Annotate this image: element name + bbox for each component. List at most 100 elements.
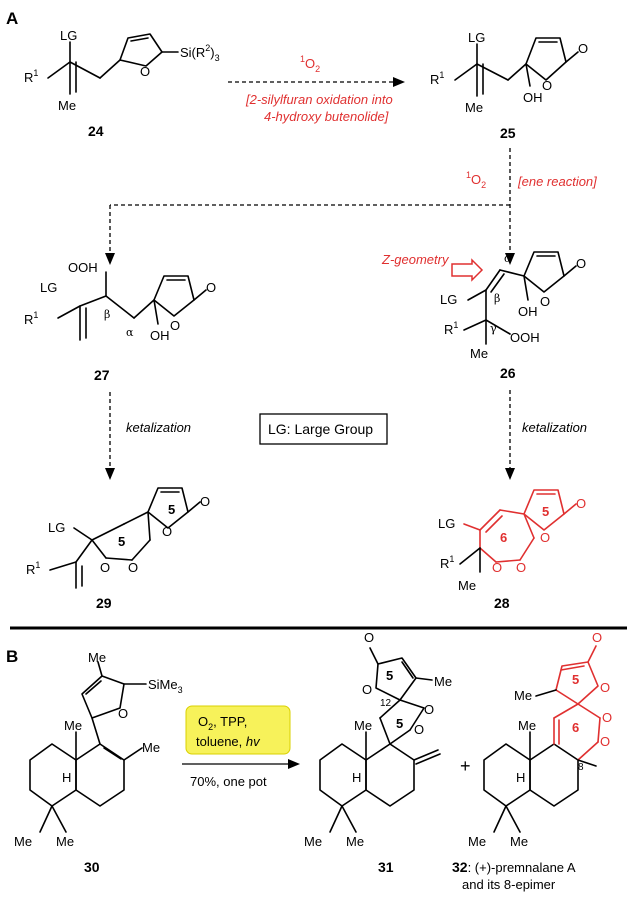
b-reagents-line1: O2, TPP,	[198, 714, 247, 732]
atom-oh: OH	[150, 328, 170, 343]
z-geometry-arrow	[451, 258, 484, 282]
atom-o: O	[540, 530, 550, 545]
atom-me: Me	[468, 834, 486, 849]
atom-o: O	[118, 706, 128, 721]
atom-o: O	[542, 78, 552, 93]
atom-lg: LG	[40, 280, 57, 295]
atom-sime3: SiMe3	[148, 677, 183, 695]
compound-label-24: 24	[88, 123, 104, 139]
atom-lg: LG	[48, 520, 65, 535]
ring-size-5: 5	[396, 716, 403, 731]
compound-28-structure	[459, 489, 577, 573]
atom-me: Me	[514, 688, 532, 703]
compound-label-27: 27	[94, 367, 110, 383]
compound-label-28: 28	[494, 595, 510, 611]
compound-label-30: 30	[84, 859, 100, 875]
b-yield: 70%, one pot	[190, 774, 267, 789]
atom-h: H	[516, 770, 525, 785]
ring-size-6: 6	[572, 720, 579, 735]
atom-r1: R1	[24, 310, 38, 327]
plus-sign: +	[460, 756, 471, 776]
atom-o: O	[140, 64, 150, 79]
atom-lg: LG	[468, 30, 485, 45]
atom-o: O	[540, 294, 550, 309]
atom-o: O	[516, 560, 526, 575]
label-alpha: α	[126, 326, 134, 339]
compound-26-structure	[463, 251, 577, 345]
atom-me: Me	[354, 718, 372, 733]
atom-r1: R1	[26, 560, 40, 577]
atom-o: O	[592, 630, 602, 645]
z-geometry-note: Z-geometry	[381, 252, 450, 267]
atom-me: Me	[346, 834, 364, 849]
ketalization-label-right: ketalization	[522, 420, 587, 435]
atom-o: O	[170, 318, 180, 333]
legend-box	[259, 413, 388, 445]
label-gamma: γ	[490, 322, 497, 335]
atom-o: O	[600, 734, 610, 749]
compound-27-structure	[57, 271, 207, 341]
b-reagents-line2: toluene, hv	[196, 734, 261, 749]
ketalization-label-left: ketalization	[126, 420, 191, 435]
atom-me: Me	[56, 834, 74, 849]
atom-si: Si(R2)3	[180, 43, 220, 63]
singlet-oxygen-label: 1O2	[466, 170, 486, 190]
atom-ooh: OOH	[68, 260, 98, 275]
atom-h: H	[62, 770, 71, 785]
singlet-oxygen-label: 1O2	[300, 54, 320, 74]
atom-o: O	[162, 524, 172, 539]
panel-a-label: A	[6, 9, 18, 28]
step1-note-line2: 4-hydroxy butenolide]	[264, 109, 389, 124]
atom-h: H	[352, 770, 361, 785]
atom-r1: R1	[440, 554, 454, 571]
compound-label-31: 31	[378, 859, 394, 875]
atom-me: Me	[14, 834, 32, 849]
atom-r1: R1	[24, 68, 38, 85]
atom-o: O	[576, 496, 586, 511]
atom-lg: LG	[440, 292, 457, 307]
atom-me: Me	[64, 718, 82, 733]
compound-30-structure	[29, 661, 147, 833]
atom-me: Me	[465, 100, 483, 115]
position-8: 8	[578, 762, 584, 773]
atom-o: O	[362, 682, 372, 697]
ring-size-5: 5	[572, 672, 579, 687]
atom-me: Me	[518, 718, 536, 733]
atom-lg: LG	[60, 28, 77, 43]
conditions-highlight	[185, 705, 291, 755]
atom-o: O	[200, 494, 210, 509]
ring-size-5: 5	[118, 534, 125, 549]
ring-size-5: 5	[168, 502, 175, 517]
ring-size-5: 5	[386, 668, 393, 683]
atom-r1: R1	[444, 320, 458, 337]
compound-25-structure	[454, 37, 579, 97]
compound-label-26: 26	[500, 365, 516, 381]
compound-24-structure	[47, 33, 179, 95]
compound-label-32: 32: (+)-premnalane A	[452, 859, 576, 875]
atom-o: O	[424, 702, 434, 717]
step1-note-line1: [2-silylfuran oxidation into	[245, 92, 393, 107]
atom-me: Me	[470, 346, 488, 361]
ring-size-5: 5	[542, 504, 549, 519]
atom-o: O	[128, 560, 138, 575]
compound-29-structure	[49, 487, 201, 589]
panel-b-label: B	[6, 647, 18, 666]
atom-o: O	[602, 710, 612, 725]
compound-label-29: 29	[96, 595, 112, 611]
position-12: 12	[380, 698, 392, 709]
atom-me: Me	[510, 834, 528, 849]
step2-note: [ene reaction]	[517, 174, 597, 189]
atom-me: Me	[142, 740, 160, 755]
compound-31-structure	[319, 647, 441, 833]
atom-oh: OH	[518, 304, 538, 319]
compound-32-structure	[483, 645, 601, 833]
atom-o: O	[578, 41, 588, 56]
compound-32-name-line2: and its 8-epimer	[462, 877, 556, 892]
atom-o: O	[576, 256, 586, 271]
atom-lg: LG	[438, 516, 455, 531]
label-alpha: α	[504, 252, 512, 265]
atom-me: Me	[304, 834, 322, 849]
atom-o: O	[414, 722, 424, 737]
atom-me: Me	[88, 650, 106, 665]
